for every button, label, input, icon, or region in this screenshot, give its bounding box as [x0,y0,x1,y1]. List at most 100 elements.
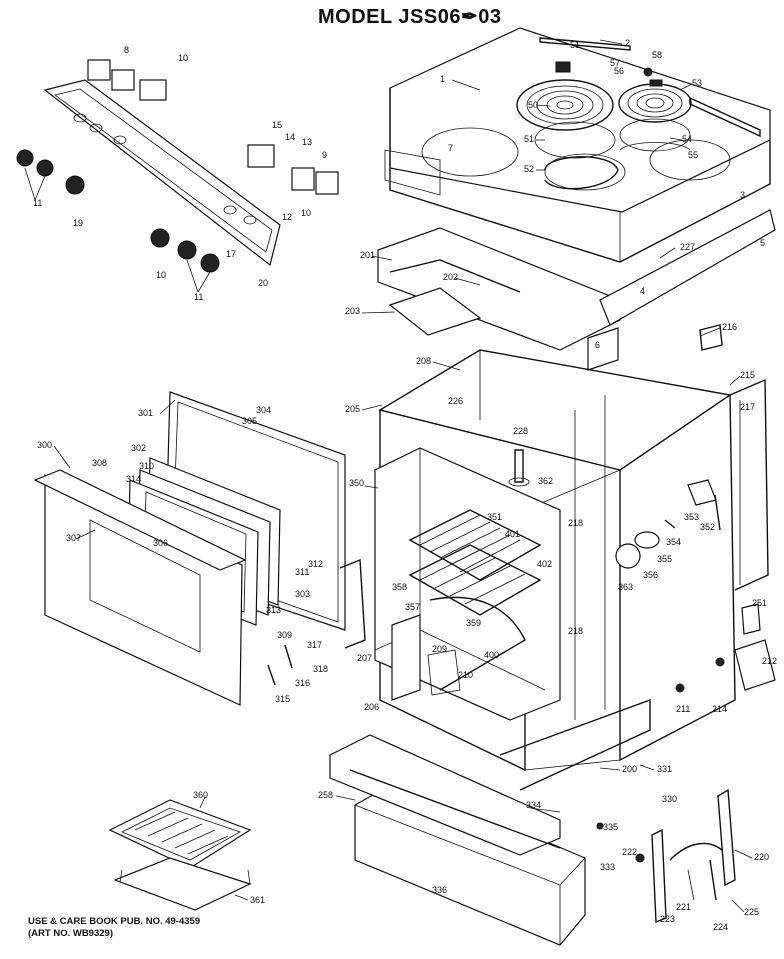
label-307: 307 [66,533,81,543]
label-314: 314 [126,474,141,484]
label-305: 305 [242,416,257,426]
label-315: 315 [275,694,290,704]
label-223: 223 [660,914,675,924]
hardware [267,603,776,863]
label-308: 308 [92,458,107,468]
label-300: 300 [37,440,52,450]
label-206: 206 [364,702,379,712]
label-357: 357 [405,602,420,612]
label-11a: 11 [33,198,42,208]
label-3: 3 [740,190,745,200]
label-335: 335 [603,822,618,832]
label-218a: 218 [568,518,583,528]
label-17: 17 [226,249,236,259]
label-54: 54 [682,134,692,144]
label-353: 353 [684,512,699,522]
label-359: 359 [466,618,481,628]
footer-note: USE & CARE BOOK PUB. NO. 49-4359 (ART NO… [28,916,200,940]
broiler-pan [108,799,252,911]
part-labels: 1 2 3 4 5 6 7 8 9 10 10 10 11 11 12 13 1… [33,38,777,932]
label-310: 310 [139,461,154,471]
label-57: 57 [610,58,620,68]
label-302: 302 [131,443,146,453]
label-356: 356 [643,570,658,580]
label-56: 56 [614,66,624,76]
label-350: 350 [349,478,364,488]
label-55: 55 [688,150,698,160]
surface-unit-left [516,79,614,131]
label-208: 208 [416,356,431,366]
label-7: 7 [448,143,453,153]
label-10b: 10 [301,208,311,218]
label-352: 352 [700,522,715,532]
label-258: 258 [318,790,333,800]
label-226: 226 [448,396,463,406]
label-207: 207 [357,653,372,663]
label-10c: 10 [156,270,166,280]
label-303: 303 [295,589,310,599]
label-222: 222 [622,847,637,857]
label-51a: 51 [524,134,534,144]
label-6: 6 [595,340,600,350]
label-311: 311 [295,567,309,577]
label-334: 334 [526,800,541,810]
label-224: 224 [713,922,728,932]
label-221: 221 [676,902,691,912]
label-401: 401 [505,529,520,539]
label-251: 251 [752,598,767,608]
label-304: 304 [256,405,271,415]
label-205: 205 [345,404,360,414]
label-309: 309 [277,630,292,640]
label-306: 306 [153,538,168,548]
label-209: 209 [432,644,447,654]
label-202: 202 [443,272,458,282]
label-313: 313 [266,605,281,615]
label-12: 12 [282,212,292,222]
label-402: 402 [537,559,552,569]
label-318: 318 [313,664,328,674]
label-336: 336 [432,885,447,895]
footer-line-1: USE & CARE BOOK PUB. NO. 49-4359 [28,916,201,927]
label-218b: 218 [568,626,583,636]
upper-body-parts [377,209,776,371]
label-333: 333 [600,862,615,872]
control-panel [16,59,339,293]
label-4: 4 [640,286,645,296]
model-title: MODEL JSS06✒03 [318,6,502,28]
label-362: 362 [538,476,553,486]
label-216: 216 [722,322,737,332]
label-351: 351 [487,512,502,522]
label-317: 317 [307,640,322,650]
label-210: 210 [458,670,473,680]
footer-line-2: (ART NO. WB9329) [28,928,113,939]
label-227: 227 [680,242,695,252]
label-8: 8 [124,45,129,55]
label-53: 53 [692,78,702,88]
label-228: 228 [513,426,528,436]
label-354: 354 [666,537,681,547]
label-19: 19 [73,218,83,228]
label-225: 225 [744,907,759,917]
label-214: 214 [712,704,727,714]
label-355: 355 [657,554,672,564]
label-220: 220 [754,852,769,862]
label-51b: 51 [570,40,580,50]
label-201: 201 [360,250,375,260]
label-52: 52 [524,164,534,174]
label-330: 330 [662,794,677,804]
label-400: 400 [484,650,499,660]
label-215: 215 [740,370,755,380]
cooktop-assembly [384,27,771,263]
leader-lines [53,39,753,913]
oven-rack [408,509,542,616]
label-13: 13 [302,137,312,147]
label-331: 331 [657,764,672,774]
label-15: 15 [272,120,282,130]
label-211: 211 [676,704,690,714]
label-20: 20 [258,278,268,288]
label-358: 358 [392,582,407,592]
label-316: 316 [295,678,310,688]
label-5: 5 [760,238,765,248]
label-212: 212 [762,656,777,666]
label-312: 312 [308,559,323,569]
